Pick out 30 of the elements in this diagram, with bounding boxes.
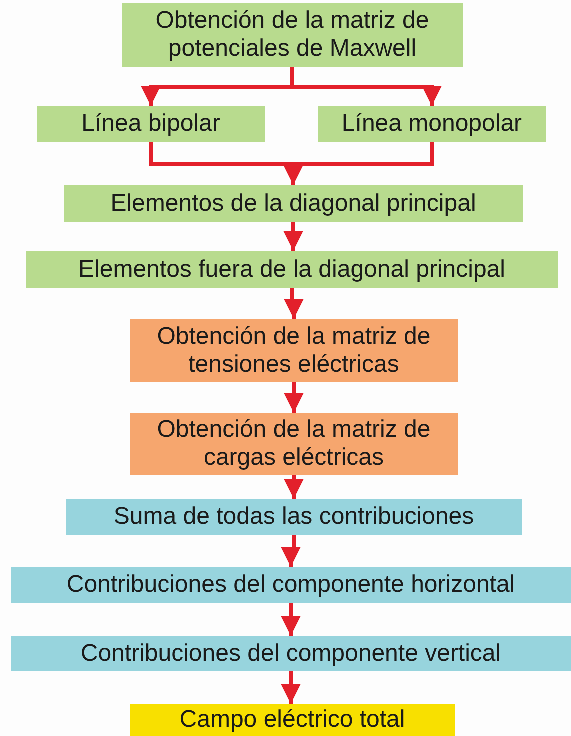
process-box <box>66 499 522 535</box>
step-text: Línea bipolar <box>82 110 220 138</box>
step-text: Contribuciones del componente vertical <box>80 640 502 668</box>
process-box <box>130 413 458 475</box>
arrow <box>284 288 304 319</box>
process-box <box>122 3 463 67</box>
step-text: Obtención de la matriz de tensiones eléctricas <box>156 322 432 378</box>
process-box <box>130 319 458 382</box>
step-text: Elementos de la diagonal principal <box>110 190 476 218</box>
arrow <box>281 535 301 567</box>
step-text: Línea monopolar <box>342 110 522 138</box>
process-box <box>37 106 265 142</box>
arrow <box>284 142 434 185</box>
process-box <box>11 636 571 671</box>
step-text: Suma de todas las contribuciones <box>114 503 474 531</box>
step-text: Campo eléctrico total <box>180 706 406 734</box>
process-box <box>318 106 546 142</box>
process-box <box>11 567 571 603</box>
step-text: Contribuciones del componente horizontal <box>66 571 516 599</box>
arrow <box>284 222 304 251</box>
arrow <box>284 382 304 413</box>
process-box <box>26 251 558 288</box>
arrow <box>284 475 304 499</box>
arrow <box>281 603 301 636</box>
step-text: Obtención de la matriz de potenciales de Maxwell <box>154 7 430 63</box>
result-box <box>130 704 455 736</box>
step-text: Obtención de la matriz de cargas eléctricas <box>156 416 432 472</box>
step-text: Elementos fuera de la diagonal principal <box>78 256 506 284</box>
arrow <box>281 671 301 704</box>
process-box <box>64 185 523 222</box>
